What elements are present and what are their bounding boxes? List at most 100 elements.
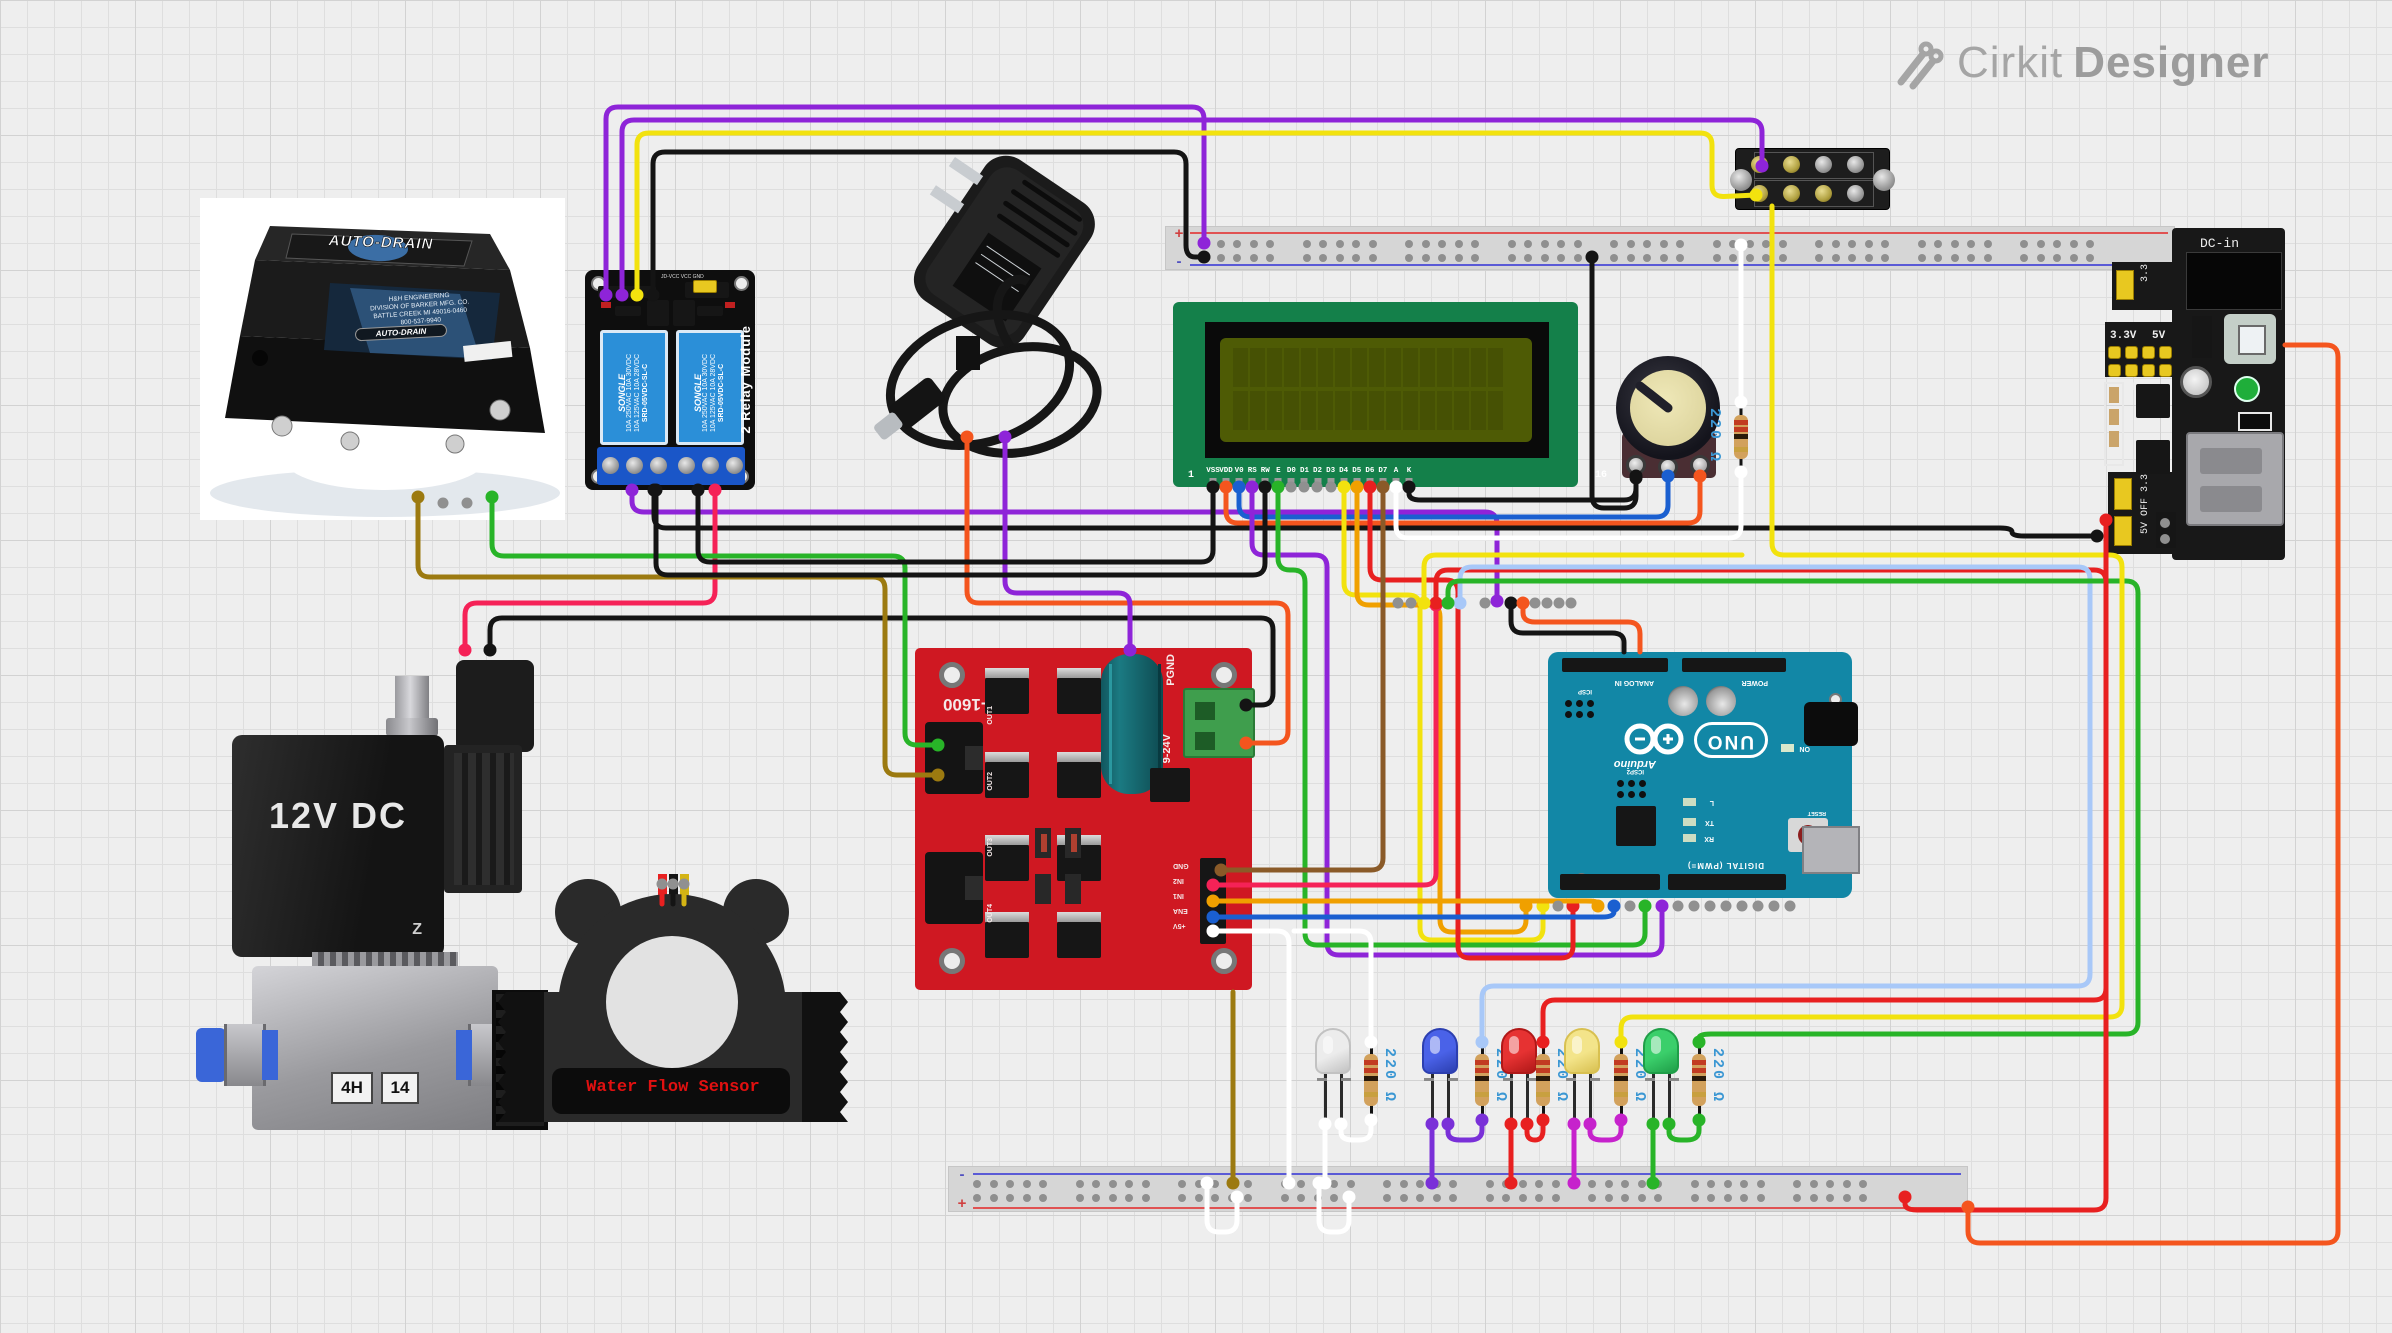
jumper-33-top[interactable] — [2116, 270, 2134, 300]
wire-autodrain-green[interactable] — [489, 494, 941, 748]
breadboard-hole[interactable] — [1233, 254, 1241, 262]
lcd-pin-D7[interactable] — [1379, 478, 1387, 488]
breadboard-hole[interactable] — [1438, 254, 1446, 262]
pin[interactable] — [1479, 597, 1491, 609]
breadboard-hole[interactable] — [1125, 1194, 1133, 1202]
breadboard-hole[interactable] — [1200, 240, 1208, 248]
breadboard-hole[interactable] — [1983, 254, 1992, 262]
breadboard-hole[interactable] — [1690, 1180, 1699, 1188]
breadboard-hole[interactable] — [1039, 1180, 1047, 1188]
breadboard-hole[interactable] — [1330, 1194, 1338, 1202]
breadboard-hole[interactable] — [2020, 254, 2028, 262]
breadboard-hole[interactable] — [1216, 240, 1225, 248]
breadboard-hole[interactable] — [1518, 1194, 1527, 1202]
breadboard-hole[interactable] — [1211, 1180, 1219, 1188]
breadboard-hole[interactable] — [1588, 1194, 1596, 1202]
white-led[interactable] — [1315, 1028, 1351, 1074]
breadboard-hole[interactable] — [1485, 1194, 1494, 1202]
wire-lcd-d6-red-terminal[interactable] — [1566, 899, 1580, 913]
usb-port[interactable] — [2186, 432, 2284, 526]
breadboard-hole[interactable] — [1335, 240, 1344, 248]
breadboard-hole[interactable] — [1551, 1180, 1560, 1188]
wire-relay-in3-yellow[interactable] — [634, 130, 1759, 298]
wire-lightblue-to-blue-led-terminal[interactable] — [1453, 596, 1467, 610]
breadboard-hole[interactable] — [1449, 1180, 1457, 1188]
lcd-pin-VDD[interactable] — [1222, 478, 1230, 488]
resistor-220-pot[interactable] — [1734, 415, 1748, 459]
breadboard-hole[interactable] — [1778, 240, 1787, 248]
dc-barrel-jack[interactable] — [2186, 252, 2282, 310]
pin[interactable] — [1552, 900, 1564, 912]
breadboard-hole[interactable] — [1707, 1194, 1715, 1202]
wire-terminal-yellow-led[interactable] — [1618, 203, 2125, 1045]
wire-xy-ena-blue[interactable] — [1210, 903, 1617, 920]
breadboard-hole[interactable] — [1654, 1194, 1662, 1202]
pin[interactable] — [1672, 900, 1684, 912]
pin[interactable] — [1704, 900, 1716, 912]
breadboard-hole[interactable] — [1637, 1194, 1646, 1202]
breadboard-hole[interactable] — [1227, 1180, 1236, 1188]
breadboard-hole[interactable] — [1604, 1194, 1613, 1202]
lcd-pin-D4[interactable] — [1340, 478, 1348, 488]
wire-yellow-led-loop-magenta[interactable] — [1587, 1117, 1624, 1143]
breadboard-hole[interactable] — [1438, 240, 1446, 248]
control-header[interactable] — [1200, 858, 1226, 944]
breadboard-hole[interactable] — [1502, 1180, 1510, 1188]
output-connector-2[interactable] — [925, 852, 983, 924]
resistor-220-white-led[interactable] — [1364, 1054, 1378, 1106]
breadboard-hole[interactable] — [1950, 240, 1959, 248]
lcd-pin-A[interactable] — [1392, 478, 1400, 488]
auto-drain-component[interactable]: AUTO-DRAIN H&H ENGINEERING DIVISION OF B… — [200, 198, 565, 520]
wire-lcd-d6-red[interactable] — [1367, 484, 1576, 961]
breadboard-hole[interactable] — [1676, 240, 1684, 248]
breadboard-hole[interactable] — [1454, 254, 1463, 262]
breadboard-hole[interactable] — [989, 1194, 998, 1202]
breadboard-hole[interactable] — [1302, 240, 1311, 248]
wire-solenoid-black-xy-terminal[interactable] — [483, 643, 497, 657]
breadboard-hole[interactable] — [1368, 240, 1377, 248]
breadboard-hole[interactable] — [1280, 1180, 1289, 1188]
breadboard-hole[interactable] — [1917, 240, 1926, 248]
breadboard-hole[interactable] — [1518, 1180, 1527, 1188]
breadboard-hole[interactable] — [1745, 240, 1754, 248]
breadboard-hole[interactable] — [1826, 1180, 1834, 1188]
wire-relay-out-black-module-terminal[interactable] — [2090, 529, 2104, 543]
green-led[interactable] — [1643, 1028, 1679, 1074]
wire-xy-in2-pink-terminal[interactable] — [1429, 598, 1443, 612]
power-header-pin[interactable] — [2159, 346, 2172, 359]
breadboard-hole[interactable] — [1967, 254, 1975, 262]
breadboard-hole[interactable] — [1626, 254, 1635, 262]
breadboard-hole[interactable] — [1244, 1180, 1252, 1188]
wire-strip-orange-arduino-terminal[interactable] — [1516, 596, 1530, 610]
breadboard-hole[interactable] — [1399, 1180, 1408, 1188]
breadboard-hole[interactable] — [1881, 240, 1889, 248]
pin[interactable] — [1529, 597, 1541, 609]
breadboard-hole[interactable] — [1535, 1194, 1543, 1202]
breadboard-hole[interactable] — [1405, 254, 1413, 262]
breadboard-hole[interactable] — [1352, 240, 1360, 248]
arduino-uno[interactable]: DIGITAL (PWM=) RESET RX TX L ICSP2 ON UN… — [1548, 652, 1860, 898]
pin[interactable] — [1720, 900, 1732, 912]
breadboard-hole[interactable] — [1194, 1194, 1203, 1202]
breadboard-hole[interactable] — [1659, 240, 1668, 248]
breadboard-hole[interactable] — [1762, 254, 1770, 262]
wire-lcd-e-green-terminal[interactable] — [1638, 899, 1652, 913]
breadboard-hole[interactable] — [1297, 1194, 1305, 1202]
breadboard-hole[interactable] — [1313, 1194, 1322, 1202]
relay-terminal-block[interactable] — [597, 447, 745, 485]
breadboard-hole[interactable] — [1643, 240, 1651, 248]
breadboard-hole[interactable] — [1405, 240, 1413, 248]
resistor-220-yellow-led[interactable] — [1614, 1054, 1628, 1106]
breadboard-hole[interactable] — [1092, 1180, 1100, 1188]
breadboard-hole[interactable] — [1319, 254, 1327, 262]
breadboard-hole[interactable] — [1950, 254, 1959, 262]
breadboard-hole[interactable] — [1676, 254, 1684, 262]
wire-green-led-loop[interactable] — [1666, 1117, 1702, 1143]
breadboard-hole[interactable] — [1809, 1194, 1818, 1202]
power-header-pin[interactable] — [2142, 364, 2155, 377]
breadboard-hole[interactable] — [1194, 1180, 1203, 1188]
breadboard-hole[interactable] — [1022, 1194, 1031, 1202]
breadboard-hole[interactable] — [1449, 1194, 1457, 1202]
breadboard-hole[interactable] — [1092, 1194, 1100, 1202]
